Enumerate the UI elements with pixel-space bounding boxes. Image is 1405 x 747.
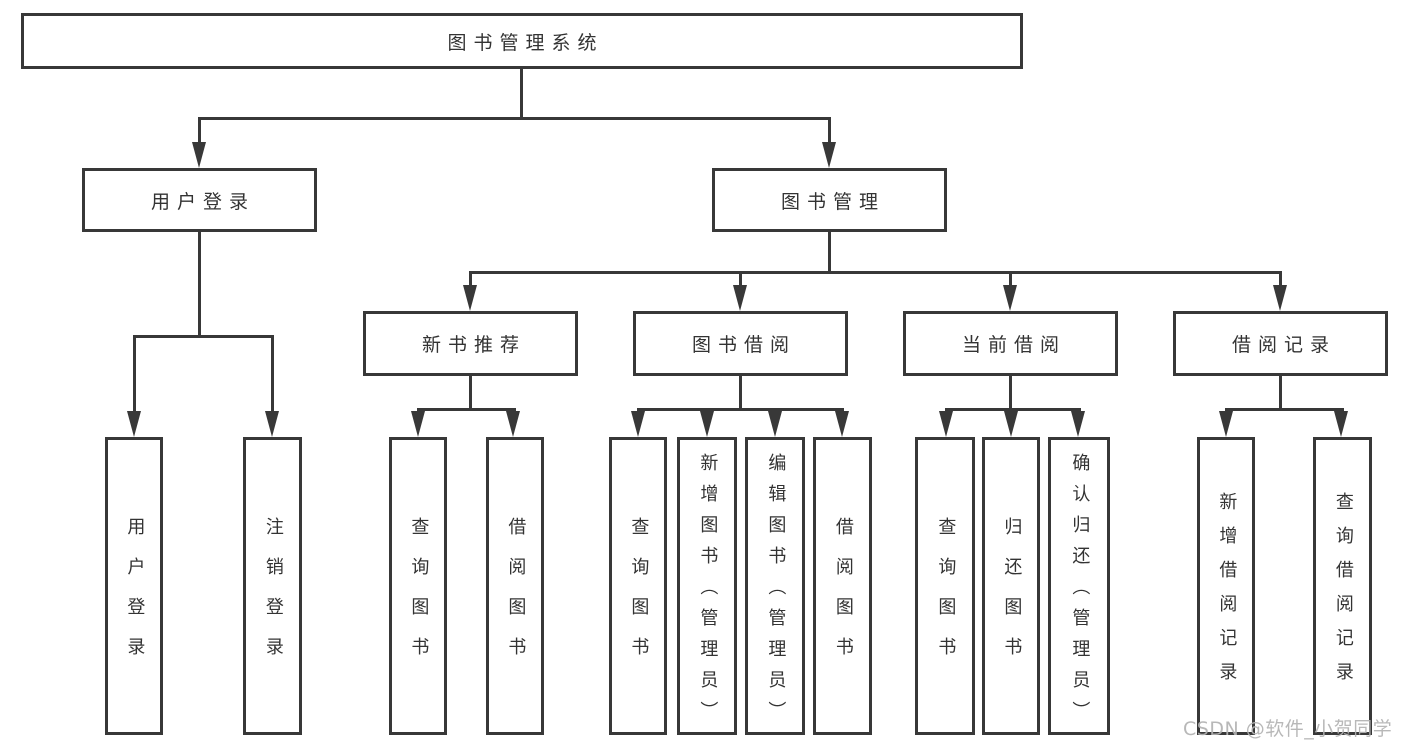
leaf-borrow-book-recommend: 借阅图书 — [486, 437, 544, 735]
node-root: 图书管理系统 — [21, 13, 1023, 69]
connector-hline — [945, 408, 1081, 411]
arrow-down-icon — [733, 285, 747, 311]
arrow-down-icon — [768, 411, 782, 437]
connector-vline — [739, 376, 742, 410]
node-current-borrow: 当前借阅 — [903, 311, 1118, 376]
arrow-down-icon — [1273, 285, 1287, 311]
connector-vline — [198, 117, 201, 145]
leaf-add-borrow-record: 新增借阅记录 — [1197, 437, 1255, 735]
leaf-add-book-admin: 新增图书（管理员） — [677, 437, 737, 735]
arrow-down-icon — [822, 142, 836, 168]
node-borrow-record-label: 借阅记录 — [1231, 334, 1336, 356]
arrow-down-icon — [411, 411, 425, 437]
connector-vline — [1279, 271, 1282, 287]
node-root-label: 图书管理系统 — [447, 31, 604, 54]
node-book-borrow-label: 图书借阅 — [691, 334, 796, 356]
arrow-down-icon — [700, 411, 714, 437]
connector-hline — [133, 335, 274, 338]
leaf-return-book: 归还图书 — [982, 437, 1040, 735]
watermark: CSDN @软件_小贺同学 — [1183, 718, 1393, 740]
leaf-confirm-return-admin: 确认归还（管理员） — [1048, 437, 1110, 735]
connector-vline — [739, 271, 742, 287]
connector-hline — [1225, 408, 1344, 411]
leaf-logout: 注销登录 — [243, 437, 302, 735]
arrow-down-icon — [631, 411, 645, 437]
node-borrow-record: 借阅记录 — [1173, 311, 1388, 376]
connector-hline — [469, 271, 1282, 274]
node-current-borrow-label: 当前借阅 — [961, 334, 1066, 356]
arrow-down-icon — [1003, 285, 1017, 311]
arrow-down-icon — [1334, 411, 1348, 437]
node-new-book-recommend-label: 新书推荐 — [421, 334, 526, 356]
arrow-down-icon — [1071, 411, 1085, 437]
leaf-edit-book-admin: 编辑图书（管理员） — [745, 437, 805, 735]
connector-vline — [1009, 376, 1012, 410]
connector-hline — [198, 117, 831, 120]
connector-vline — [198, 232, 201, 337]
connector-vline — [1009, 271, 1012, 287]
leaf-query-book-current: 查询图书 — [915, 437, 975, 735]
connector-vline — [469, 376, 472, 410]
connector-vline — [469, 271, 472, 287]
leaf-user-login: 用户登录 — [105, 437, 163, 735]
arrow-down-icon — [265, 411, 279, 437]
leaf-query-borrow-record: 查询借阅记录 — [1313, 437, 1372, 735]
node-book-management: 图书管理 — [712, 168, 947, 232]
connector-vline — [828, 232, 831, 273]
node-user-login: 用户登录 — [82, 168, 317, 232]
leaf-query-book-borrow: 查询图书 — [609, 437, 667, 735]
arrow-down-icon — [192, 142, 206, 168]
node-book-borrow: 图书借阅 — [633, 311, 848, 376]
node-user-login-label: 用户登录 — [150, 190, 255, 213]
connector-vline — [520, 69, 523, 117]
node-book-management-label: 图书管理 — [780, 190, 885, 213]
arrow-down-icon — [1004, 411, 1018, 437]
arrow-down-icon — [1219, 411, 1233, 437]
node-new-book-recommend: 新书推荐 — [363, 311, 578, 376]
connector-vline — [1279, 376, 1282, 410]
connector-vline — [133, 335, 136, 414]
arrow-down-icon — [127, 411, 141, 437]
leaf-query-book-recommend: 查询图书 — [389, 437, 447, 735]
connector-vline — [271, 335, 274, 414]
arrow-down-icon — [939, 411, 953, 437]
connector-vline — [828, 117, 831, 145]
arrow-down-icon — [463, 285, 477, 311]
arrow-down-icon — [835, 411, 849, 437]
leaf-borrow-book: 借阅图书 — [813, 437, 872, 735]
connector-hline — [637, 408, 844, 411]
arrow-down-icon — [506, 411, 520, 437]
connector-hline — [417, 408, 516, 411]
